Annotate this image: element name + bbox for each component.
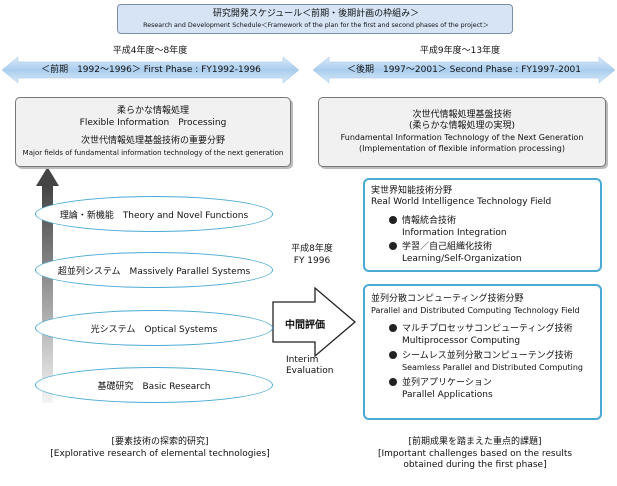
first-phase-label: ＜前期 1992〜1996＞ First Phase : FY1992-1996 [41, 65, 261, 75]
flexible-impl-en: (Implementation of flexible information … [359, 144, 565, 153]
pdc-item-2: シームレス並列分散コンピューテング技術 [389, 351, 573, 362]
bullet-icon [389, 216, 397, 224]
second-phase-footer-jp: [前期成果を踏まえた重点的課題] [408, 437, 542, 447]
pdc-item-1-jp: マルチプロセッサコンピューティング技術 [402, 324, 573, 334]
interim-evaluation-arrow [272, 286, 357, 358]
pdc-item-3-en: Parallel Applications [402, 390, 493, 400]
oval-optical-systems: 光システム Optical Systems [35, 310, 273, 346]
next-generation-en: Fundamental Information Technology of th… [340, 133, 584, 142]
progress-arrow-shaft [42, 186, 53, 403]
major-fields-jp: 次世代情報処理基盤技術の重要分野 [80, 136, 225, 146]
schedule-title-box: 研究開発スケジュール＜前期・後期計画の枠組み＞ Research and Dev… [117, 4, 513, 34]
second-phase-label: ＜後期 1997〜2001＞ Second Phase : FY1997-200… [346, 65, 581, 75]
progress-arrow-head [36, 167, 59, 186]
interim-evaluation-label: 中間評価 [285, 320, 325, 331]
flexible-processing-jp: 柔らかな情報処理 [116, 106, 189, 116]
oval-theory-novel-functions: 理論・新機能 Theory and Novel Functions [35, 196, 273, 232]
pdc-title-jp: 並列分散コンピューティング技術分野 [371, 294, 524, 304]
evaluation-year-jp: 平成8年度 [291, 244, 333, 254]
rwi-item-1: 情報統合技術 [389, 216, 456, 227]
first-phase-era: 平成4年度〜8年度 [112, 46, 188, 56]
rwi-item-1-en: Information Integration [402, 228, 507, 238]
title-english: Research and Development Schedule＜Framew… [143, 22, 489, 29]
rwi-item-2-en: Learning/Self-Organization [402, 254, 522, 264]
pdc-item-1-en: Multiprocessor Computing [402, 336, 521, 346]
oval-massively-parallel: 超並列システム Massively Parallel Systems [35, 252, 273, 288]
bullet-icon [389, 351, 397, 359]
rwi-title-en: Real World Intelligence Technology Field [371, 197, 552, 207]
rwi-item-2-jp: 学習／自己組織化技術 [402, 242, 493, 252]
parallel-distributed-box: 並列分散コンピューティング技術分野 Parallel and Distribut… [363, 284, 602, 420]
pdc-item-1: マルチプロセッサコンピューティング技術 [389, 324, 572, 335]
bullet-icon [389, 378, 397, 386]
evaluation-year-en: FY 1996 [293, 256, 331, 266]
second-phase-footer-en-1: [Important challenges based on the resul… [377, 449, 573, 459]
first-phase-footer-en: [Explorative research of elemental techn… [50, 449, 270, 459]
bullet-icon [389, 324, 397, 332]
second-phase-era: 平成9年度〜13年度 [419, 46, 501, 56]
second-phase-footer-en-2: obtained during the first phase] [403, 460, 547, 470]
first-phase-footer-jp: [要素技術の探索的研究] [111, 437, 209, 447]
second-phase-arrow [312, 56, 616, 84]
title-japanese: 研究開発スケジュール＜前期・後期計画の枠組み＞ [212, 9, 420, 19]
rwi-title-jp: 実世界知能技術分野 [371, 186, 453, 196]
interim-evaluation-en-1: Interim [286, 355, 319, 365]
flexible-processing-en: Flexible Information Processing [79, 118, 227, 128]
major-fields-en: Major fields of fundamental information … [22, 149, 284, 157]
first-phase-arrow [1, 56, 300, 84]
oval-basic-research: 基礎研究 Basic Research [35, 367, 273, 403]
interim-evaluation-en-2: Evaluation [286, 366, 334, 376]
real-world-intelligence-box: 実世界知能技術分野 Real World Intelligence Techno… [363, 178, 602, 272]
pdc-item-3-jp: 並列アプリケーション [402, 378, 492, 388]
pdc-item-3: 並列アプリケーション [389, 378, 492, 389]
flexible-impl-jp: (柔らかな情報処理の実現) [408, 121, 516, 131]
next-generation-jp: 次世代情報処理基盤技術 [412, 110, 512, 120]
rwi-item-2: 学習／自己組織化技術 [389, 242, 492, 253]
bullet-icon [389, 242, 397, 250]
rwi-item-1-jp: 情報統合技術 [402, 216, 457, 226]
pdc-item-2-jp: シームレス並列分散コンピューテング技術 [402, 351, 573, 361]
pdc-item-2-en: Seamless Parallel and Distributed Comput… [402, 363, 583, 372]
next-generation-box: 次世代情報処理基盤技術 (柔らかな情報処理の実現) Fundamental In… [318, 97, 606, 167]
pdc-title-en: Parallel and Distributed Computing Techn… [371, 306, 580, 315]
flexible-processing-box: 柔らかな情報処理 Flexible Information Processing… [15, 97, 291, 167]
